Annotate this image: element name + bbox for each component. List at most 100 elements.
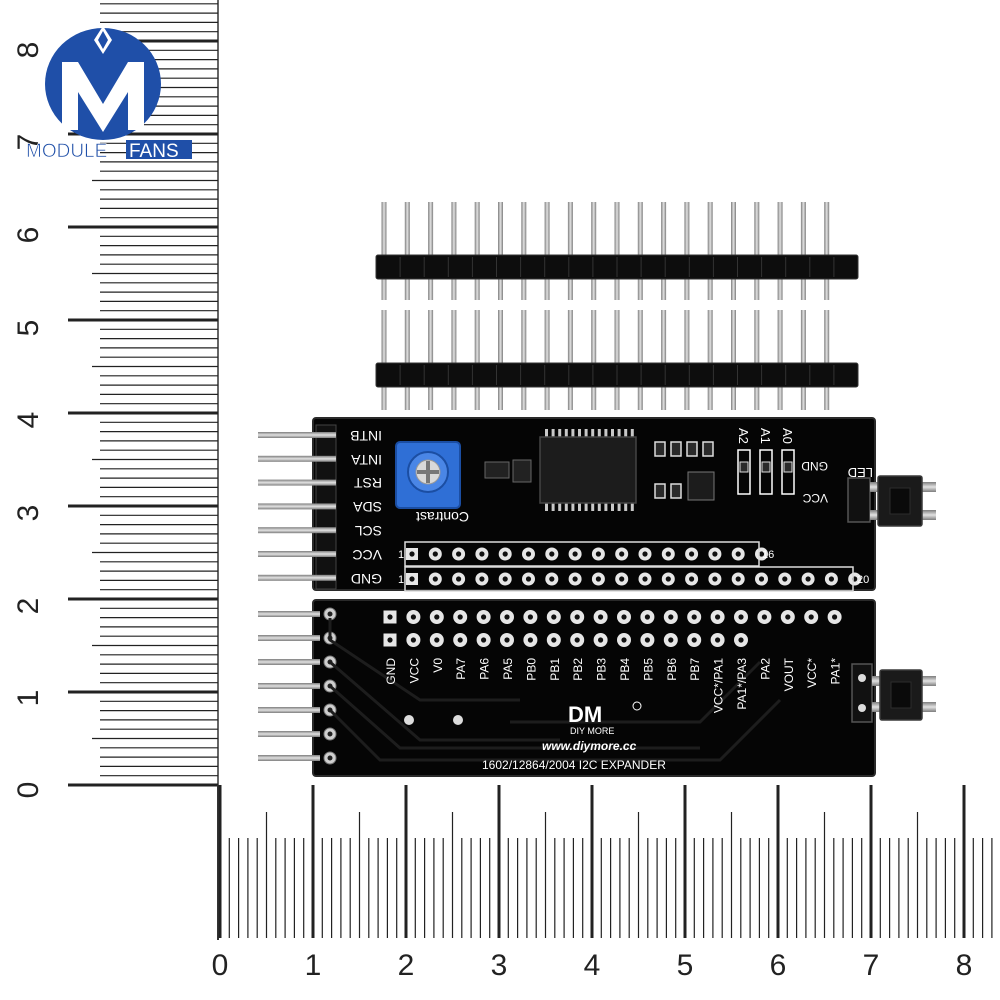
pin-label: PA5 [501,658,515,680]
smd-resistor [761,461,771,473]
pad-hole [735,551,741,557]
pad-hole [619,576,625,582]
vruler-num-6: 6 [12,227,45,244]
smd-resistor [654,483,666,499]
vruler-num-4: 4 [12,412,45,429]
side-pin [258,551,336,557]
pad-hole [668,614,674,620]
header-pin [754,202,760,300]
ic-leg [597,501,601,511]
pad-hole [434,637,440,643]
ic-leg [551,429,555,439]
label-a2: A2 [736,428,751,444]
pad-hole [644,637,651,643]
smd-resistor [686,441,698,457]
header-pin [591,202,597,300]
pad-hole [481,637,487,643]
pad-hole [574,637,580,643]
pin-label: PA1* [829,658,843,685]
pad-hole [644,614,651,620]
side-pin [258,432,336,438]
pad-hole [758,551,765,557]
side-pin [258,527,336,534]
pad-hole [434,614,440,620]
label-inta: INTA [350,452,382,468]
smd-resistor [670,441,682,457]
pin-label: PA6 [478,658,492,680]
product-name: 1602/12864/2004 I2C EXPANDER [482,758,666,772]
pad-hole [387,637,393,643]
marker-1a: 1 [398,549,404,561]
label-intb: INTB [350,428,382,444]
ic-leg [558,429,562,439]
hruler-num-6: 6 [770,949,787,982]
pad-hole [712,551,718,557]
pad-hole [665,576,671,582]
bottom-side-hole [327,731,333,737]
pin-label: VCC* [805,658,819,688]
label-vcc: VCC [352,547,382,563]
header-pin [474,202,480,300]
header-pin [707,202,713,300]
header-pin [707,310,713,410]
pad-hole [387,614,393,620]
ic-leg [551,501,555,511]
header-pin [451,202,457,300]
pin-label: PB7 [688,658,702,681]
vruler-num-1: 1 [12,690,45,707]
header-pin [404,310,410,410]
ic-leg [630,501,634,511]
pad-hole [691,614,697,620]
header-pin [567,310,573,410]
ic-leg [617,429,621,439]
bottom-side-pin [258,659,320,665]
header-pin [428,310,434,410]
marker-1b: 1 [398,574,404,586]
pad-hole [642,551,648,557]
header-pin [800,202,806,300]
hruler-num-2: 2 [398,949,415,982]
breakout-pad-rows [383,610,842,647]
header-pin [824,202,830,300]
ic-leg [604,501,608,511]
pad-hole [668,637,674,643]
pad-hole [432,576,438,582]
bottom-side-pin [258,683,320,689]
header-pin [661,202,667,300]
label-right-gnd: GND [801,459,828,473]
header-pin [661,310,667,410]
vruler-num-8: 8 [12,42,45,59]
header-pin [474,310,480,410]
header-pin [521,202,527,300]
pad-hole [595,551,602,557]
label-a1: A1 [758,428,773,444]
pad-hole [409,576,415,582]
bottom-jumper [851,663,936,723]
smd-resistors [654,441,793,499]
pad-hole [479,576,485,582]
pad-hole [712,576,718,582]
pin-label: VCC [407,658,421,684]
side-pin [258,479,336,486]
brand-sub: DIY MORE [570,726,614,736]
header-pin [731,310,736,410]
pad-hole [691,637,697,643]
vruler-num-2: 2 [12,598,45,615]
header-pin [777,202,783,300]
pad-hole [738,614,744,620]
pad-hole [525,576,532,582]
pad-hole [715,637,721,643]
vruler-num-3: 3 [12,505,45,522]
header-pin [498,202,503,300]
vruler-num-7: 7 [12,134,45,151]
header-pin [428,202,434,300]
pad-hole [457,614,463,620]
hruler-num-4: 4 [584,949,601,982]
expander-ic [539,429,637,511]
ic-leg [604,429,608,439]
pin-label: PA1*/PA3 [735,658,749,710]
pad-hole [808,614,814,620]
ic-leg [571,429,575,439]
pin-label: V0 [431,658,445,673]
header-pin [591,310,597,410]
